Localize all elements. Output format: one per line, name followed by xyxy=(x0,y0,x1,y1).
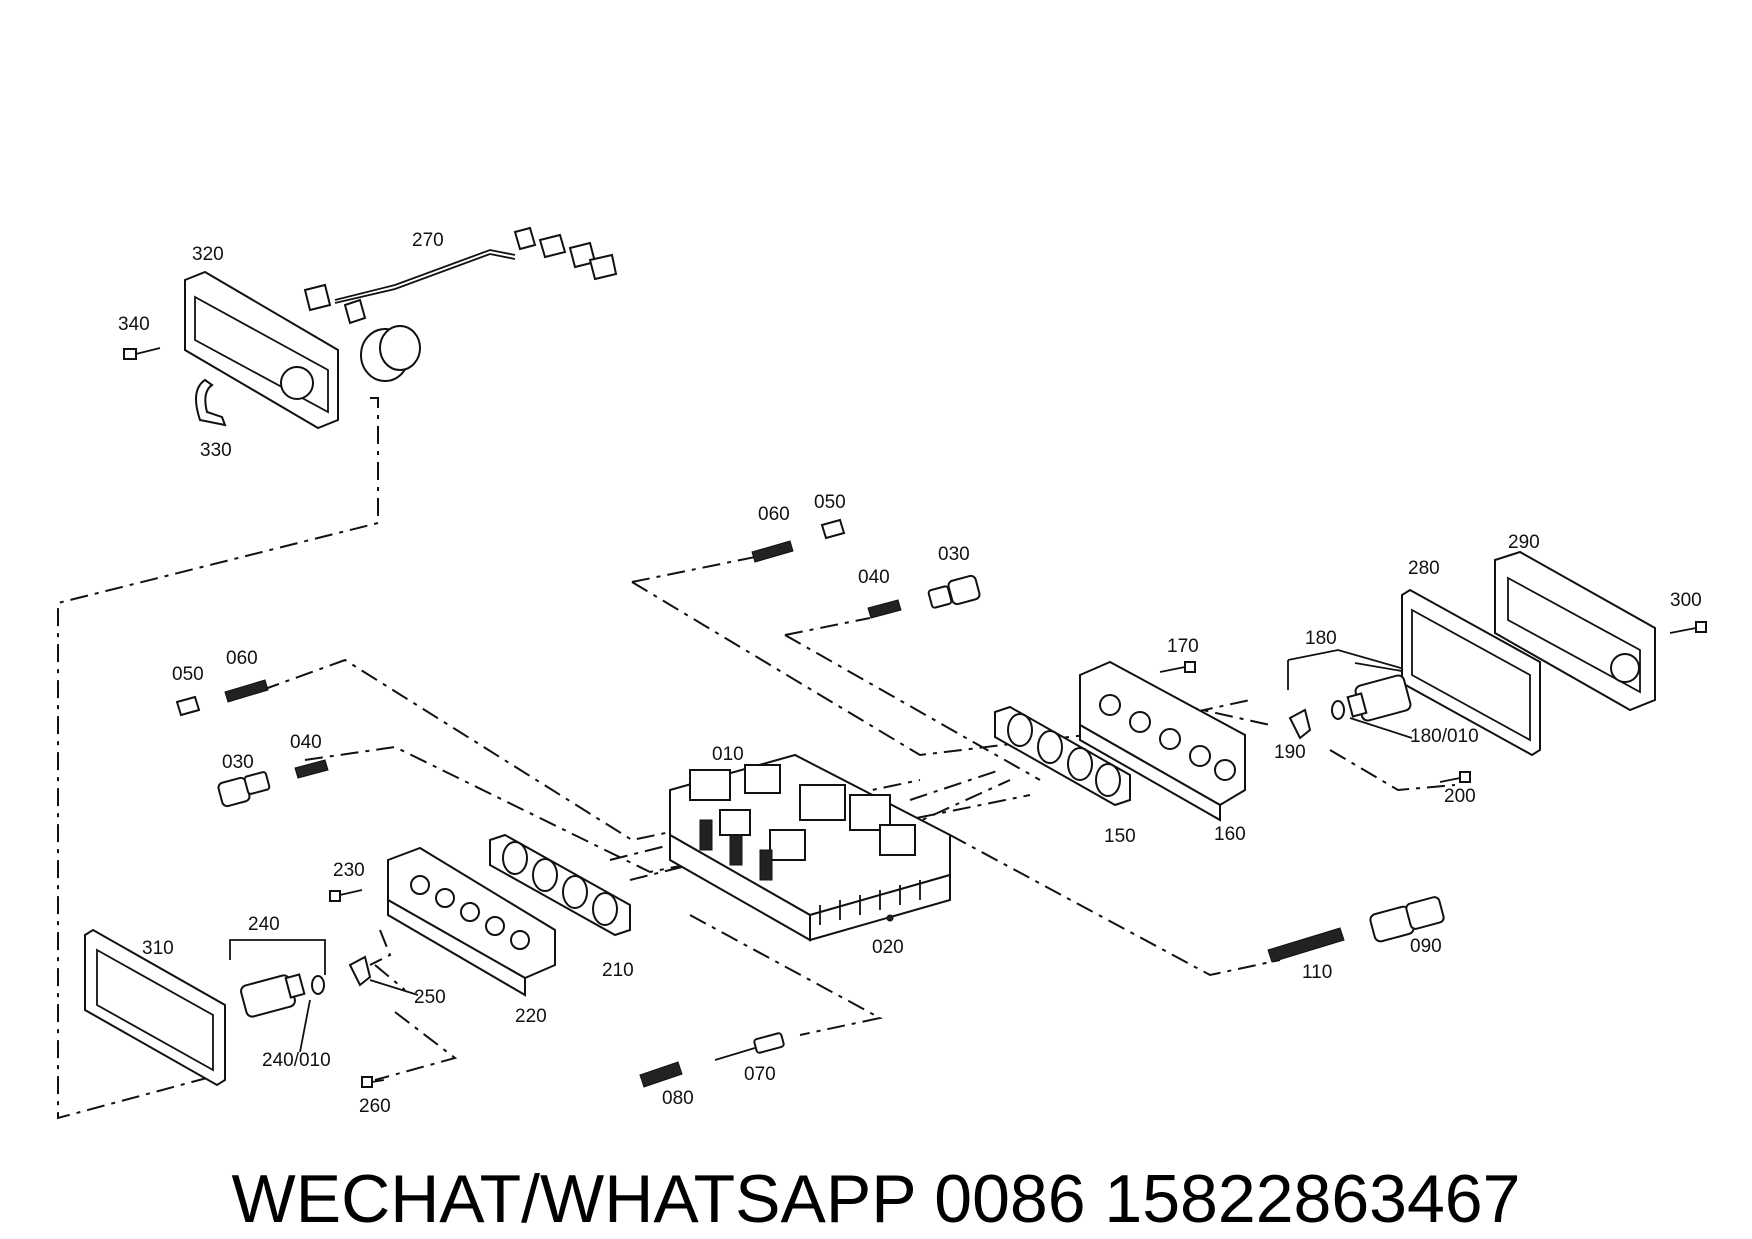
label-090: 090 xyxy=(1410,936,1442,957)
bolt-170 xyxy=(1159,661,1196,673)
valve-090 xyxy=(1369,896,1445,943)
spring-040-left xyxy=(294,759,329,779)
pressure-sensor-180 xyxy=(1346,674,1412,722)
spring-040-top xyxy=(867,599,902,619)
clip-250 xyxy=(348,955,372,987)
label-080: 080 xyxy=(662,1088,694,1109)
valve-070 xyxy=(714,1032,785,1061)
clip-190 xyxy=(1288,708,1312,740)
label-200: 200 xyxy=(1444,786,1476,807)
label-300: 300 xyxy=(1670,590,1702,611)
label-230: 230 xyxy=(333,860,365,881)
label-260: 260 xyxy=(359,1096,391,1117)
label-010: 010 xyxy=(712,744,744,765)
label-220: 220 xyxy=(515,1006,547,1027)
gasket-310 xyxy=(84,928,226,1087)
spring-080 xyxy=(639,1061,683,1088)
label-280: 280 xyxy=(1408,558,1440,579)
pin-050-top xyxy=(820,518,846,540)
label-040-left: 040 xyxy=(290,732,322,753)
label-290: 290 xyxy=(1508,532,1540,553)
label-060-left: 060 xyxy=(226,648,258,669)
gasket-210 xyxy=(489,833,631,937)
cover-290 xyxy=(1494,550,1656,712)
part-labels: 010 020 030 030 040 040 050 050 060 060 … xyxy=(118,230,1702,1117)
gasket-150 xyxy=(994,705,1131,807)
label-070: 070 xyxy=(744,1064,776,1085)
label-210: 210 xyxy=(602,960,634,981)
label-180: 180 xyxy=(1305,628,1337,649)
label-050-top: 050 xyxy=(814,492,846,513)
label-170: 170 xyxy=(1167,636,1199,657)
label-270: 270 xyxy=(412,230,444,251)
bolt-200 xyxy=(1439,771,1471,783)
clip-330 xyxy=(195,378,227,427)
label-030-top: 030 xyxy=(938,544,970,565)
wiring-harness-270 xyxy=(303,226,618,382)
label-240-010: 240/010 xyxy=(262,1050,331,1071)
label-060-top: 060 xyxy=(758,504,790,525)
plug-030-left xyxy=(217,771,271,808)
valve-plate-160 xyxy=(1079,660,1246,822)
label-050-left: 050 xyxy=(172,664,204,685)
pin-050-left xyxy=(175,695,201,717)
spring-060-top xyxy=(751,540,794,563)
label-320: 320 xyxy=(192,244,224,265)
pressure-sensor-240 xyxy=(240,973,306,1018)
bolt-230 xyxy=(329,889,363,902)
label-330: 330 xyxy=(200,440,232,461)
spring-060-left xyxy=(224,679,269,703)
label-030-left: 030 xyxy=(222,752,254,773)
label-160: 160 xyxy=(1214,824,1246,845)
plug-030-top xyxy=(927,574,981,609)
label-020: 020 xyxy=(872,937,904,958)
cover-320 xyxy=(184,270,339,430)
valve-plate-220 xyxy=(387,846,556,997)
o-ring-180-010 xyxy=(1331,700,1345,720)
label-180-010: 180/010 xyxy=(1410,726,1479,747)
spring-110 xyxy=(1267,927,1345,963)
label-310: 310 xyxy=(142,938,174,959)
label-250: 250 xyxy=(414,987,446,1008)
label-040-top: 040 xyxy=(858,567,890,588)
valve-body-010 xyxy=(669,753,951,942)
label-190: 190 xyxy=(1274,742,1306,763)
bolt-340 xyxy=(123,347,161,360)
label-240: 240 xyxy=(248,914,280,935)
bolt-260 xyxy=(361,1076,385,1088)
label-110: 110 xyxy=(1302,962,1332,983)
label-150: 150 xyxy=(1104,826,1136,847)
o-ring-240-010 xyxy=(311,975,325,995)
contact-banner: WECHAT/WHATSAPP 0086 15822863467 xyxy=(231,1161,1521,1237)
bolt-300 xyxy=(1669,621,1707,634)
plug-020 xyxy=(886,914,894,922)
label-340: 340 xyxy=(118,314,150,335)
